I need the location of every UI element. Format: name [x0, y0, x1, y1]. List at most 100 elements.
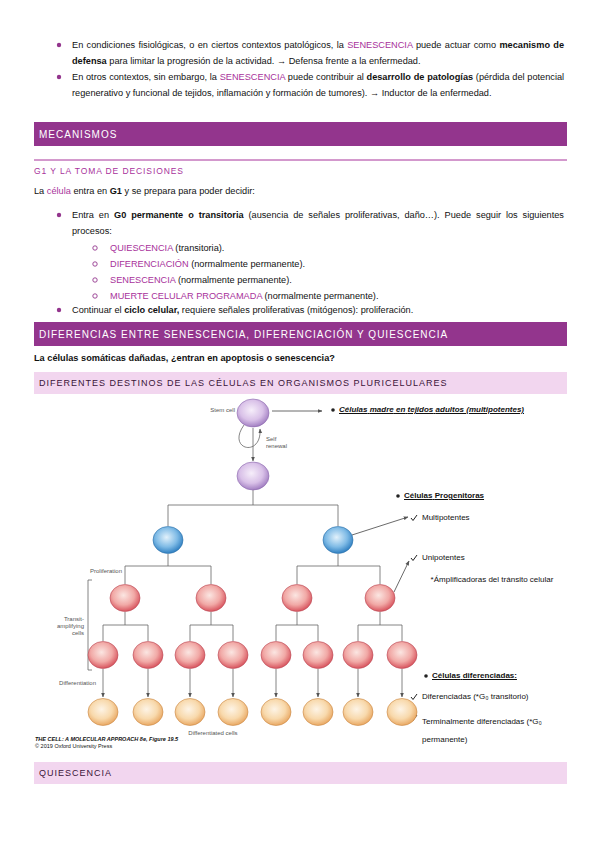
text-run: tejidos — [408, 405, 434, 414]
differentiated-cell — [133, 699, 163, 726]
text-run — [109, 210, 114, 220]
text-run — [205, 353, 208, 363]
text-run — [122, 305, 125, 315]
text-run — [214, 88, 217, 98]
leader-arrow — [352, 517, 408, 535]
text-run — [179, 305, 182, 315]
text-run: Transit-amplifying — [57, 616, 84, 629]
text-run — [304, 305, 307, 315]
text-label: Diferenciadas (*G₀ transitorio) — [422, 692, 592, 702]
text-run — [349, 56, 352, 66]
text-run: frente — [325, 56, 349, 66]
text-run: la — [430, 88, 437, 98]
text-run — [83, 40, 86, 50]
text-run: del — [488, 575, 499, 584]
text-run — [248, 259, 251, 269]
text-run — [367, 88, 370, 98]
text-run: Oxford — [54, 743, 71, 749]
text-run: para — [178, 186, 196, 196]
text-run: prepara — [144, 186, 176, 196]
text-run — [333, 40, 336, 50]
text-run: o — [188, 210, 194, 220]
text-run: (*G₀ — [473, 692, 488, 701]
text-label: *Ámplificadoras del tránsito celular — [428, 571, 556, 589]
bullet — [57, 43, 61, 47]
text-run — [164, 56, 167, 66]
text-run — [470, 40, 473, 50]
text-run: actividad. — [236, 56, 275, 66]
text-run — [288, 210, 293, 220]
lineage-arrow — [318, 669, 319, 697]
leader-arrow — [272, 411, 322, 412]
text-run — [106, 736, 107, 742]
text-run — [39, 743, 41, 749]
text-run: progresión — [167, 56, 210, 66]
text-run: la — [337, 40, 344, 50]
text-run: University — [72, 743, 96, 749]
bullet — [331, 408, 335, 412]
text-label: Células Progenitoras — [404, 491, 564, 501]
text-run — [272, 353, 275, 363]
text-run — [83, 72, 86, 82]
text-run: puede — [416, 40, 442, 50]
text-run: Células — [432, 671, 460, 680]
self-renewal-loop — [239, 425, 260, 447]
text-run — [45, 353, 48, 363]
text-label: La célula entra en G1 y se prepara para … — [34, 185, 534, 197]
lineage-arrow — [148, 669, 149, 697]
text-run — [411, 72, 414, 82]
text-run: La — [34, 186, 44, 196]
text-run — [166, 736, 168, 742]
text-run — [47, 166, 50, 176]
text-run: Multipotentes — [422, 513, 470, 522]
text-run: (transitoria). — [175, 243, 224, 253]
text-label: Proliferation — [70, 567, 122, 575]
text-run — [286, 56, 289, 66]
text-run: celular — [530, 575, 554, 584]
lineage-line — [276, 612, 318, 641]
progenitor-cell — [153, 527, 183, 554]
text-run: proliferativas — [252, 305, 304, 315]
text-run — [122, 186, 125, 196]
text-run — [488, 692, 490, 701]
text-run — [216, 305, 219, 315]
text-run: la — [359, 56, 366, 66]
text-run: mecanismo — [499, 40, 550, 50]
text-label: © 2019 Oxford University Press — [35, 743, 335, 750]
text-run — [145, 305, 148, 315]
text-run: al — [357, 72, 364, 82]
text-run: regenerativo — [72, 88, 123, 98]
text-run: renewal — [266, 443, 287, 449]
text-run: o — [266, 353, 272, 363]
text-run — [367, 405, 369, 414]
text-run: (normalmente — [178, 275, 235, 285]
text-run — [126, 210, 131, 220]
bullet — [57, 75, 61, 79]
text-run — [218, 353, 221, 363]
text-run: y — [266, 88, 271, 98]
progenitor-cell — [323, 527, 353, 554]
text-run — [135, 40, 138, 50]
text-run — [208, 40, 211, 50]
text-run: DIFERENCIACIÓN — [110, 259, 189, 269]
text-label: Unipotentes — [422, 553, 552, 563]
lineage-line — [358, 612, 402, 641]
text-run — [71, 743, 73, 749]
text-run — [440, 210, 445, 220]
text-run — [106, 72, 109, 82]
text-run — [473, 72, 476, 82]
text-run — [175, 275, 178, 285]
text-run: embargo, — [168, 72, 207, 82]
band-title: MECANISMOS — [39, 129, 117, 140]
text-run — [496, 40, 499, 50]
lineage-line — [168, 490, 338, 526]
lineage-arrow — [190, 669, 191, 697]
text-label: MUERTE CELULAR PROGRAMADA (normalmente p… — [110, 290, 530, 302]
text-run: puede — [288, 72, 314, 82]
text-run — [94, 210, 99, 220]
text-run — [379, 88, 382, 98]
text-run: de — [172, 88, 182, 98]
text-run — [437, 88, 440, 98]
text-run: A — [65, 736, 69, 742]
text-run: el — [114, 305, 121, 315]
